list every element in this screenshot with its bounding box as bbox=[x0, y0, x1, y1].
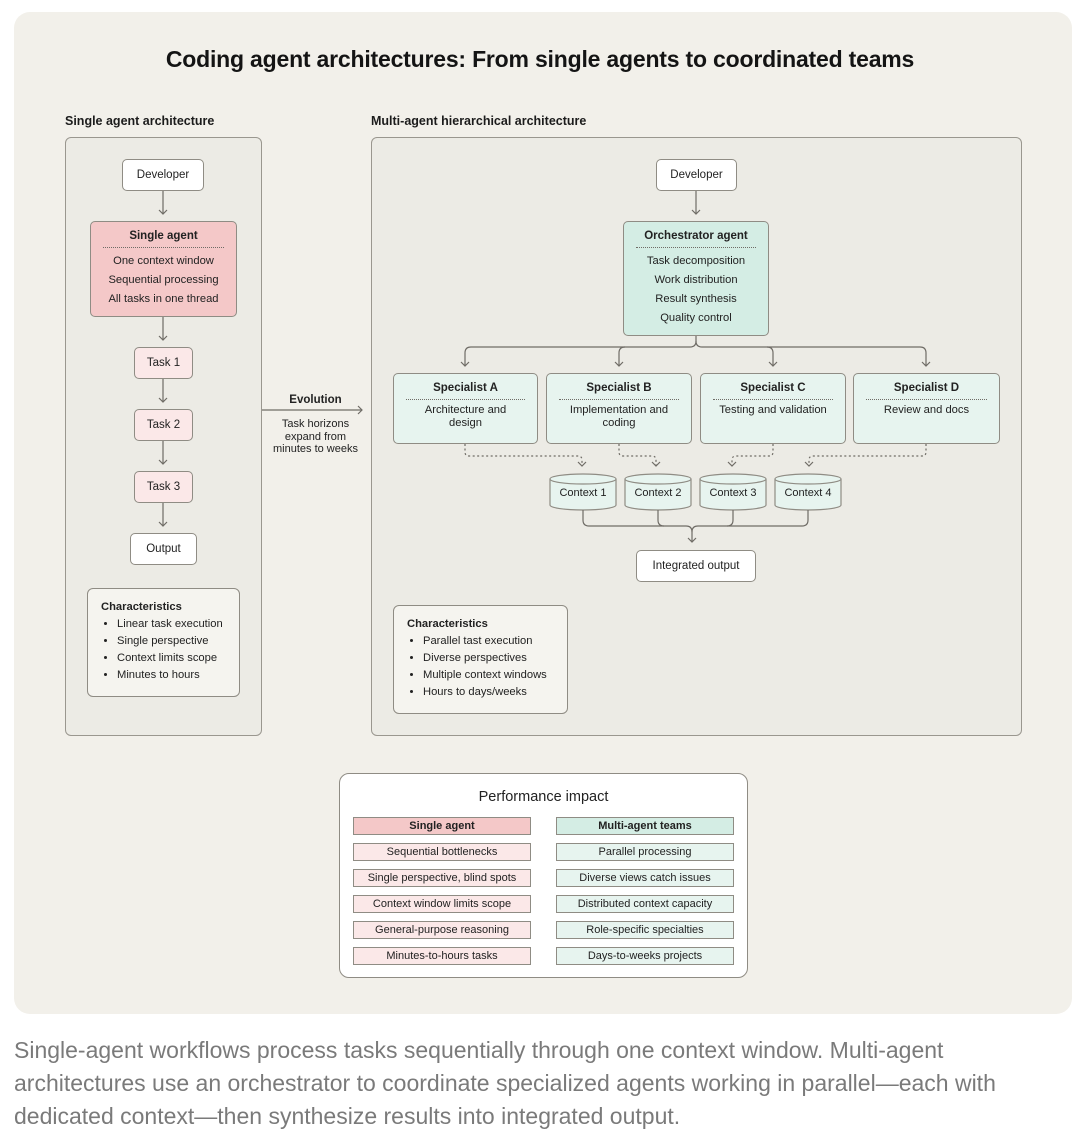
specialist-context-link bbox=[731, 444, 774, 466]
characteristic-item: Linear task execution bbox=[117, 616, 229, 633]
perf-right-cell: Parallel processing bbox=[556, 843, 734, 861]
single-agent-node: Single agent One context window Sequenti… bbox=[90, 221, 237, 317]
specialist-title: Specialist D bbox=[893, 382, 960, 394]
fan-out-arrow bbox=[460, 336, 697, 367]
single-developer-node: Developer bbox=[122, 159, 204, 191]
single-agent-line: All tasks in one thread bbox=[108, 293, 219, 305]
specialist-d-node: Specialist D Review and docs bbox=[853, 373, 1000, 444]
specialist-context-link bbox=[808, 444, 927, 466]
characteristic-item: Hours to days/weeks bbox=[423, 684, 557, 701]
task-node-2: Task 2 bbox=[134, 409, 193, 441]
orchestrator-title: Orchestrator agent bbox=[644, 230, 748, 242]
evolution-description: Task horizons expand from minutes to wee… bbox=[262, 418, 369, 456]
single-agent-title: Single agent bbox=[129, 230, 198, 242]
context-label-2: Context 2 bbox=[634, 487, 682, 499]
specialist-desc: coding bbox=[602, 417, 636, 429]
context-cylinder-top bbox=[624, 473, 692, 485]
characteristic-item: Diverse perspectives bbox=[423, 650, 557, 667]
characteristic-item: Single perspective bbox=[117, 633, 229, 650]
single-agent-line: Sequential processing bbox=[108, 274, 219, 286]
merge-arrow bbox=[582, 510, 697, 543]
perf-left-header: Single agent bbox=[353, 817, 531, 835]
single-output-node: Output bbox=[130, 533, 197, 565]
single-characteristics: Characteristics Linear task execution Si… bbox=[87, 588, 240, 697]
orchestrator-line: Work distribution bbox=[654, 274, 738, 286]
separator bbox=[866, 399, 987, 400]
merge-line bbox=[691, 510, 734, 533]
evolution-title: Evolution bbox=[289, 394, 342, 406]
arrowhead bbox=[577, 461, 587, 467]
specialist-title: Specialist B bbox=[586, 382, 652, 394]
characteristic-item: Context limits scope bbox=[117, 650, 229, 667]
context-cylinder-top bbox=[699, 473, 767, 485]
specialist-desc: design bbox=[449, 417, 482, 429]
separator bbox=[559, 399, 679, 400]
context-cylinder-top bbox=[774, 473, 842, 485]
merge-line bbox=[657, 510, 665, 527]
characteristics-title: Characteristics bbox=[101, 601, 182, 613]
specialist-context-link bbox=[618, 444, 657, 466]
context-cylinder-top bbox=[549, 473, 617, 485]
single-architecture-label: Single agent architecture bbox=[65, 114, 215, 128]
separator bbox=[713, 399, 833, 400]
specialist-desc: Architecture and bbox=[424, 404, 507, 416]
multi-developer-node: Developer bbox=[656, 159, 737, 191]
perf-right-cell: Distributed context capacity bbox=[556, 895, 734, 913]
specialist-desc: Review and docs bbox=[883, 404, 970, 416]
arrowhead bbox=[651, 461, 661, 467]
arrowhead bbox=[727, 461, 737, 467]
perf-right-cell: Diverse views catch issues bbox=[556, 869, 734, 887]
specialist-title: Specialist C bbox=[740, 382, 806, 394]
context-label-1: Context 1 bbox=[559, 487, 607, 499]
separator bbox=[103, 247, 224, 248]
orchestrator-line: Task decomposition bbox=[646, 255, 746, 267]
context-label-3: Context 3 bbox=[709, 487, 757, 499]
task-node-1: Task 1 bbox=[134, 347, 193, 379]
fan-out-arrow bbox=[767, 346, 931, 367]
perf-left-cell: General-purpose reasoning bbox=[353, 921, 531, 939]
perf-left-cell: Single perspective, blind spots bbox=[353, 869, 531, 887]
separator bbox=[406, 399, 525, 400]
diagram-title: Coding agent architectures: From single … bbox=[165, 46, 915, 72]
fan-out-arrow bbox=[614, 346, 626, 367]
specialist-b-node: Specialist B Implementation and coding bbox=[546, 373, 692, 444]
characteristic-item: Minutes to hours bbox=[117, 667, 229, 684]
performance-impact-card: Performance impact Single agent Multi-ag… bbox=[339, 773, 748, 978]
characteristic-item: Multiple context windows bbox=[423, 667, 557, 684]
single-agent-line: One context window bbox=[113, 255, 214, 267]
perf-right-header: Multi-agent teams bbox=[556, 817, 734, 835]
perf-right-cell: Days-to-weeks projects bbox=[556, 947, 734, 965]
characteristic-item: Parallel tast execution bbox=[423, 633, 557, 650]
perf-left-cell: Context window limits scope bbox=[353, 895, 531, 913]
perf-right-cell: Role-specific specialties bbox=[556, 921, 734, 939]
specialist-a-node: Specialist A Architecture and design bbox=[393, 373, 538, 444]
specialist-title: Specialist A bbox=[433, 382, 498, 394]
multi-architecture-label: Multi-agent hierarchical architecture bbox=[371, 114, 587, 128]
characteristics-title: Characteristics bbox=[407, 618, 488, 630]
task-node-3: Task 3 bbox=[134, 471, 193, 503]
orchestrator-agent-node: Orchestrator agent Task decomposition Wo… bbox=[623, 221, 769, 336]
evolution-text-line: minutes to weeks bbox=[273, 443, 358, 455]
orchestrator-line: Quality control bbox=[660, 312, 732, 324]
perf-left-cell: Sequential bottlenecks bbox=[353, 843, 531, 861]
fan-out-arrow bbox=[695, 340, 778, 367]
arrowhead bbox=[804, 461, 814, 467]
context-label-4: Context 4 bbox=[784, 487, 832, 499]
specialist-context-link bbox=[464, 444, 583, 466]
figure-caption: Single-agent workflows process tasks seq… bbox=[14, 1037, 996, 1129]
perf-left-cell: Minutes-to-hours tasks bbox=[353, 947, 531, 965]
specialist-desc: Testing and validation bbox=[719, 404, 827, 416]
specialist-c-node: Specialist C Testing and validation bbox=[700, 373, 846, 444]
separator bbox=[636, 247, 756, 248]
integrated-output-node: Integrated output bbox=[636, 550, 756, 582]
evolution-text-line: expand from bbox=[284, 430, 347, 443]
merge-line bbox=[727, 510, 809, 527]
orchestrator-line: Result synthesis bbox=[655, 293, 737, 305]
specialist-desc: Implementation and bbox=[569, 404, 669, 416]
evolution-text-line: Task horizons bbox=[281, 418, 350, 430]
performance-title: Performance impact bbox=[478, 789, 609, 805]
multi-characteristics: Characteristics Parallel tast execution … bbox=[393, 605, 568, 714]
